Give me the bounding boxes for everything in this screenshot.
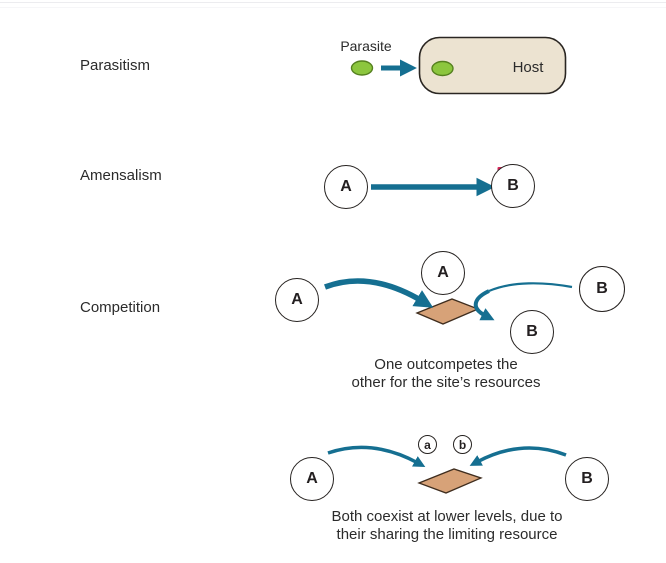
coexistence-caption: Both coexist at lower levels, due to the… — [297, 508, 597, 544]
coexistence-caption-line2: their sharing the limiting resource — [336, 526, 558, 543]
coexistence-caption-line1: Both coexist at lower levels, due to — [331, 508, 563, 525]
node-competition-b-right: B — [579, 266, 625, 312]
node-competition-a-left: A — [275, 278, 319, 322]
node-letter: B — [526, 323, 538, 340]
node-letter: B — [507, 177, 519, 194]
node-letter: A — [291, 291, 303, 308]
node-coexistence-small-a: a — [418, 435, 437, 454]
competition-winner-arrow — [324, 278, 434, 308]
competition-loser-curve — [488, 282, 573, 293]
node-coexistence-b: B — [565, 457, 609, 501]
resource-diamond-competition — [415, 298, 480, 325]
competition-caption: One outcompetes the other for the site’s… — [296, 356, 596, 392]
node-letter: A — [437, 264, 449, 281]
node-letter: A — [340, 178, 352, 195]
node-letter: b — [458, 437, 467, 452]
page-top-rule-2 — [0, 7, 666, 8]
node-coexistence-a: A — [290, 457, 334, 501]
parasite-label: Parasite — [340, 38, 392, 54]
node-letter: B — [596, 280, 608, 297]
node-competition-a-winner: A — [421, 251, 465, 295]
coexistence-right-arrow — [469, 446, 567, 466]
node-letter: a — [424, 437, 431, 452]
parasite-inside-host-icon — [431, 60, 454, 77]
node-competition-b-loser: B — [510, 310, 554, 354]
node-letter: B — [581, 470, 593, 487]
node-amensalism-b: B — [491, 164, 535, 208]
competition-caption-line1: One outcompetes the — [374, 356, 518, 373]
competition-loser-arrow — [473, 289, 495, 321]
parasite-cell-icon — [350, 60, 374, 76]
coexistence-left-arrow — [327, 445, 426, 467]
resource-diamond-coexistence — [417, 468, 483, 494]
row-label-amensalism: Amensalism — [80, 167, 162, 184]
page-top-rule — [0, 2, 666, 3]
competition-caption-line2: other for the site’s resources — [351, 374, 541, 391]
row-label-parasitism: Parasitism — [80, 57, 151, 74]
host-label: Host — [512, 59, 544, 76]
host-capsule — [418, 36, 567, 95]
node-coexistence-small-b: b — [453, 435, 472, 454]
row-label-competition: Competition — [80, 299, 161, 316]
node-amensalism-a: A — [324, 165, 368, 209]
node-letter: A — [306, 470, 318, 487]
